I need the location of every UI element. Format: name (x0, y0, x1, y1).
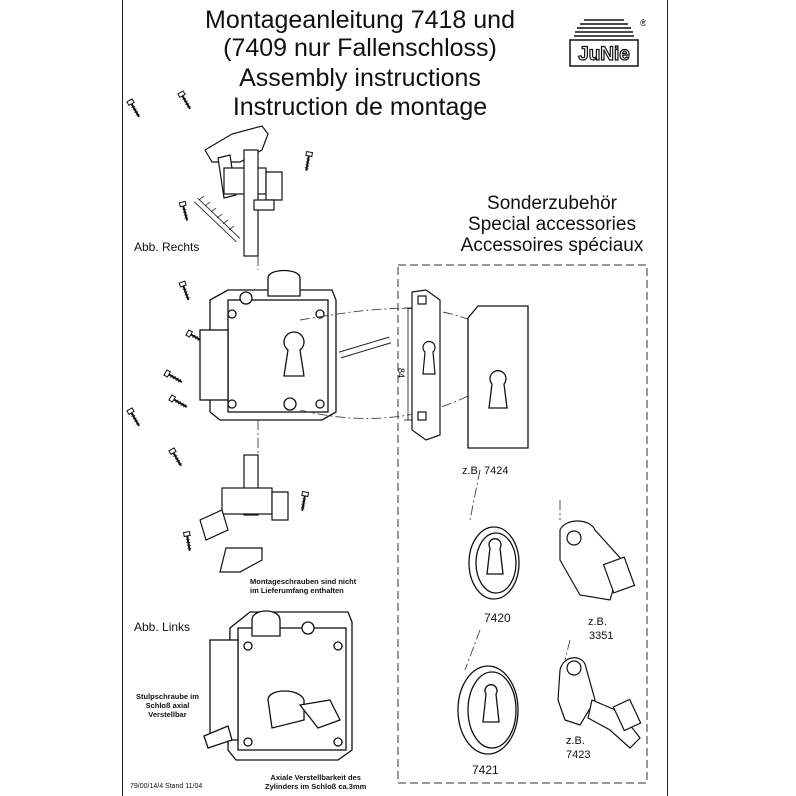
note-face-screw-line-1: Stulpschraube im (136, 692, 199, 701)
escutcheon-backplate (404, 289, 441, 441)
note-axial: Axiale Verstellbarkeit des Zylinders im … (265, 773, 366, 791)
lock-body-left (203, 610, 353, 761)
accessories-heading-fr: Accessoires spéciaux (460, 235, 644, 256)
note-screws-line-2: im Lieferumfang enthalten (250, 586, 344, 595)
cylinder-7423 (557, 657, 642, 749)
note-axial-line-1: Axiale Verstellbarkeit des (270, 773, 361, 782)
title-line-3: Assembly instructions (239, 64, 481, 92)
label-7423-prefix: z.B. (566, 735, 585, 747)
label-7421: 7421 (472, 763, 499, 777)
lock-body (199, 269, 337, 421)
title-line-2: (7409 nur Fallenschloss) (223, 34, 497, 62)
cylinder-3351 (559, 520, 636, 601)
rosette-7421 (457, 665, 519, 755)
note-face-screw-line-3: Verstellbar (148, 710, 187, 719)
label-abb-links: Abb. Links (134, 620, 191, 634)
label-7424: z.B. 7424 (462, 465, 509, 477)
label-7420: 7420 (484, 611, 511, 625)
label-3351: 3351 (589, 630, 614, 642)
label-3351-prefix: z.B. (588, 616, 607, 628)
rosette-7420 (468, 526, 520, 600)
note-screws-line-1: Montageschrauben sind nicht (250, 577, 357, 586)
note-face-screw-line-2: Schloß axial (145, 701, 190, 710)
label-abb-rechts: Abb. Rechts (134, 240, 200, 254)
threaded-rod-top (198, 195, 235, 231)
page-border (122, 0, 668, 796)
junie-logo: JuNie ® (566, 14, 647, 76)
accessories-dashed-frame (397, 264, 648, 784)
note-screws: Montageschrauben sind nicht im Lieferumf… (250, 577, 356, 595)
latch-assembly-top (193, 125, 283, 257)
cylinder-bolt (338, 336, 392, 359)
label-7423: 7423 (566, 749, 591, 761)
note-face-screw: Stulpschraube im Schloß axial Verstellba… (136, 692, 199, 719)
escutcheon-7424 (467, 305, 529, 449)
logo-text: JuNie (578, 44, 630, 65)
latch-assembly-bottom (199, 454, 289, 573)
footer-stand: 79/00/14/4 Stand 11/04 (130, 783, 203, 790)
title-line-1: Montageanleitung 7418 und (205, 6, 515, 34)
alignment-lines (257, 256, 571, 671)
accessories-heading-de: Sonderzubehör (487, 193, 617, 214)
accessories-heading-en: Special accessories (468, 214, 636, 235)
title-line-4: Instruction de montage (232, 93, 488, 121)
note-axial-line-2: Zylinders im Schloß ca.3mm (265, 782, 367, 791)
dimension-84: 84 (396, 368, 406, 378)
registered-mark: ® (640, 18, 646, 28)
